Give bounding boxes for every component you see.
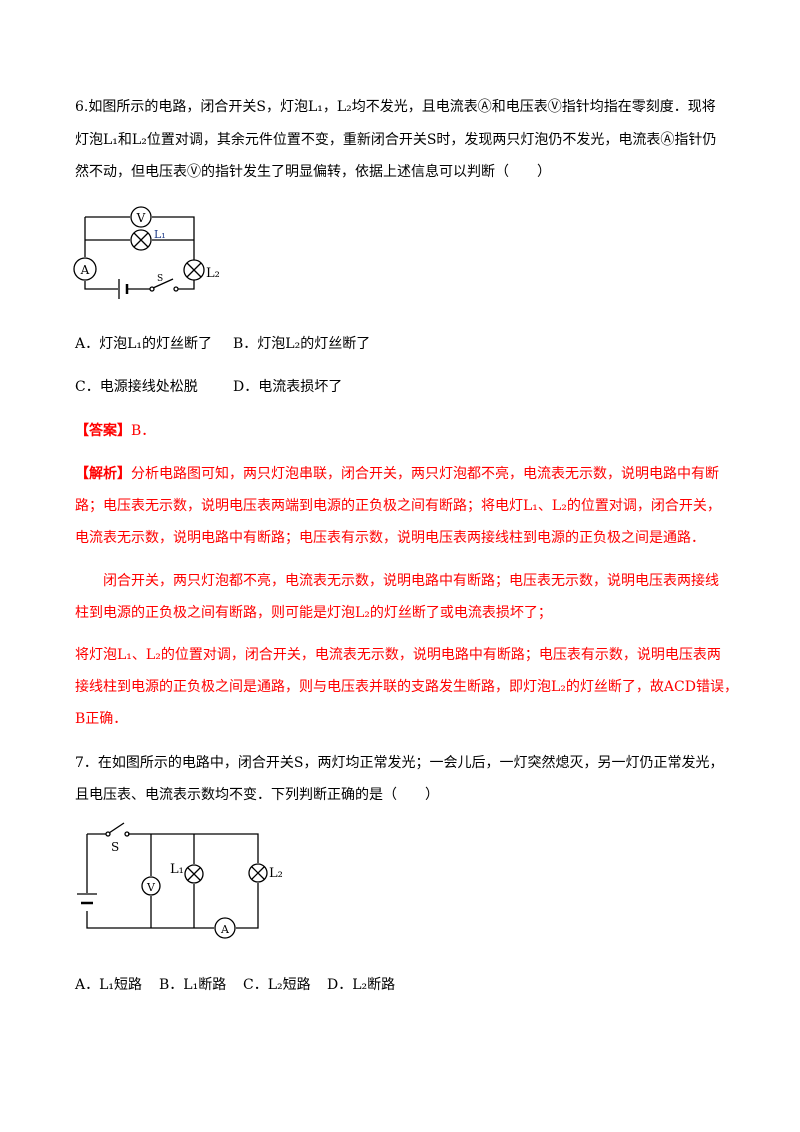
q6-answer: 【答案】B． bbox=[75, 421, 155, 441]
q7-wire-left-low bbox=[86, 911, 214, 929]
q7-lamp1-cross bbox=[187, 867, 201, 881]
q6-analysis-line-2: 路；电压表无示数，说明电压表两端到电源的正负极之间有断路；将电灯L₁、L₂的位置… bbox=[75, 498, 721, 514]
q6-options-row-2: C．电源接线处松脱 D．电流表损坏了 bbox=[75, 377, 342, 397]
q6-analysis-tag: 【解析】 bbox=[75, 466, 131, 482]
q6-wire-top-right bbox=[152, 216, 195, 263]
q7-switch-label: S bbox=[111, 840, 119, 854]
q7-option-d[interactable]: D．L₂断路 bbox=[327, 977, 396, 993]
q7-lamp1-label: L₁ bbox=[170, 862, 184, 877]
q7-circuit-diagram: S V L₁ L₂ A bbox=[77, 822, 283, 939]
q6-switch-label: S bbox=[157, 274, 163, 284]
q6-option-c[interactable]: C．电源接线处松脱 bbox=[75, 379, 198, 395]
q7-switch-blade bbox=[108, 822, 125, 834]
q6-analysis-line-3: 电流表无示数，说明电路中有断路；电压表有示数，说明电压表两接线柱到电源的正负极之… bbox=[75, 530, 705, 546]
q7-options-row: A．L₁短路 B．L₁断路 C．L₂短路 D．L₂断路 bbox=[75, 975, 395, 995]
q7-stem-line-2: 且电压表、电流表示数均不变．下列判断正确的是（ ） bbox=[75, 787, 439, 803]
q6-switch-pivot bbox=[149, 286, 155, 292]
q6-analysis-line-7: 接线柱到电源的正负极之间是通路，则与电压表并联的支路发生断路，即灯泡L₂的灯丝断… bbox=[75, 679, 738, 695]
q7-wire-bottom-right bbox=[236, 883, 259, 929]
q6-lamp1-cross bbox=[133, 232, 149, 248]
q6-answer-tag: 【答案】 bbox=[75, 423, 131, 439]
q6-wire-bottom-right bbox=[178, 279, 195, 290]
q6-analysis-line-1: 【解析】分析电路图可知，两只灯泡串联，闭合开关，两只灯泡都不亮，电流表无示数，说… bbox=[75, 464, 719, 484]
q6-lamp2-label: L₂ bbox=[206, 266, 220, 281]
q6-switch-blade bbox=[152, 278, 174, 289]
q6-analysis-line-8: B正确． bbox=[75, 711, 128, 727]
q6-analysis-line-5: 柱到电源的正负极之间有断路，则可能是灯泡L₂的灯丝断了或电流表损坏了； bbox=[75, 605, 552, 621]
q6-stem-line-2: 灯泡L₁和L₂位置对调，其余元件位置不变，重新闭合开关S时，发现两只灯泡仍不发光… bbox=[75, 132, 717, 148]
q6-analysis-text-1: 分析电路图可知，两只灯泡串联，闭合开关，两只灯泡都不亮，电流表无示数，说明电路中… bbox=[131, 466, 719, 482]
q7-switch-pivot bbox=[105, 831, 111, 837]
q7-stem-line-1: 7．在如图所示的电路中，闭合开关S，两灯均正常发光；一会儿后，一灯突然熄灭，另一… bbox=[75, 755, 724, 771]
q6-ammeter-circle bbox=[73, 257, 97, 281]
q7-option-c[interactable]: C．L₂短路 bbox=[243, 977, 311, 993]
q6-switch-contact bbox=[173, 286, 179, 292]
q7-wire-top bbox=[128, 833, 259, 863]
q6-analysis-line-6: 将灯泡L₁、L₂的位置对调，闭合开关，电流表无示数，说明电路中有断路；电压表有示… bbox=[75, 647, 721, 663]
q7-switch-contact bbox=[124, 831, 130, 837]
q6-ammeter-label: A bbox=[80, 263, 90, 277]
q6-voltmeter-label: V bbox=[136, 211, 146, 225]
q6-voltmeter-circle bbox=[130, 206, 152, 228]
q6-wire-left-low bbox=[84, 281, 118, 290]
q7-ammeter-label: A bbox=[220, 923, 230, 936]
q7-voltmeter-label: V bbox=[146, 881, 156, 894]
q6-circuit-diagram: V A L₁ L₂ S bbox=[73, 206, 220, 299]
q6-stem-line-1: 6.如图所示的电路，闭合开关S，灯泡L₁，L₂均不发光，且电流表Ⓐ和电压表Ⓥ指针… bbox=[75, 99, 716, 115]
q7-ammeter-circle bbox=[214, 917, 236, 939]
q6-lamp2-cross bbox=[186, 262, 202, 278]
q7-lamp2-label: L₂ bbox=[269, 866, 283, 881]
q7-voltmeter-circle bbox=[141, 876, 161, 896]
q6-stem-line-3: 然不动，但电压表Ⓥ的指针发生了明显偏转，依据上述信息可以判断（ ） bbox=[75, 164, 551, 180]
q6-answer-value: B． bbox=[131, 423, 156, 439]
q6-lamp1-label: L₁ bbox=[154, 228, 166, 241]
q6-analysis-line-4: 闭合开关，两只灯泡都不亮，电流表无示数，说明电路中有断路；电压表无示数，说明电压… bbox=[103, 573, 719, 589]
q6-option-d[interactable]: D．电流表损坏了 bbox=[233, 379, 343, 395]
q7-option-a[interactable]: A．L₁短路 bbox=[75, 977, 143, 993]
q6-option-a[interactable]: A．灯泡L₁的灯丝断了 bbox=[75, 336, 213, 352]
q7-lamp2-cross bbox=[251, 866, 265, 880]
q7-option-b[interactable]: B．L₁断路 bbox=[159, 977, 227, 993]
q6-option-b[interactable]: B．灯泡L₂的灯丝断了 bbox=[233, 336, 371, 352]
q6-options-row-1: A．灯泡L₁的灯丝断了 B．灯泡L₂的灯丝断了 bbox=[75, 334, 370, 354]
